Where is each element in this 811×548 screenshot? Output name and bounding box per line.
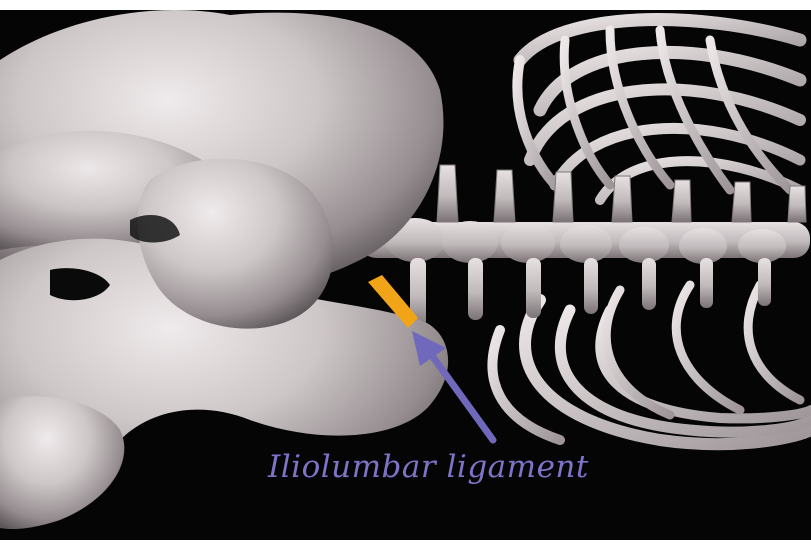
frame-edge-bottom — [0, 540, 811, 548]
frame-edge — [0, 0, 811, 10]
annotation-label: Iliolumbar ligament — [268, 449, 628, 493]
